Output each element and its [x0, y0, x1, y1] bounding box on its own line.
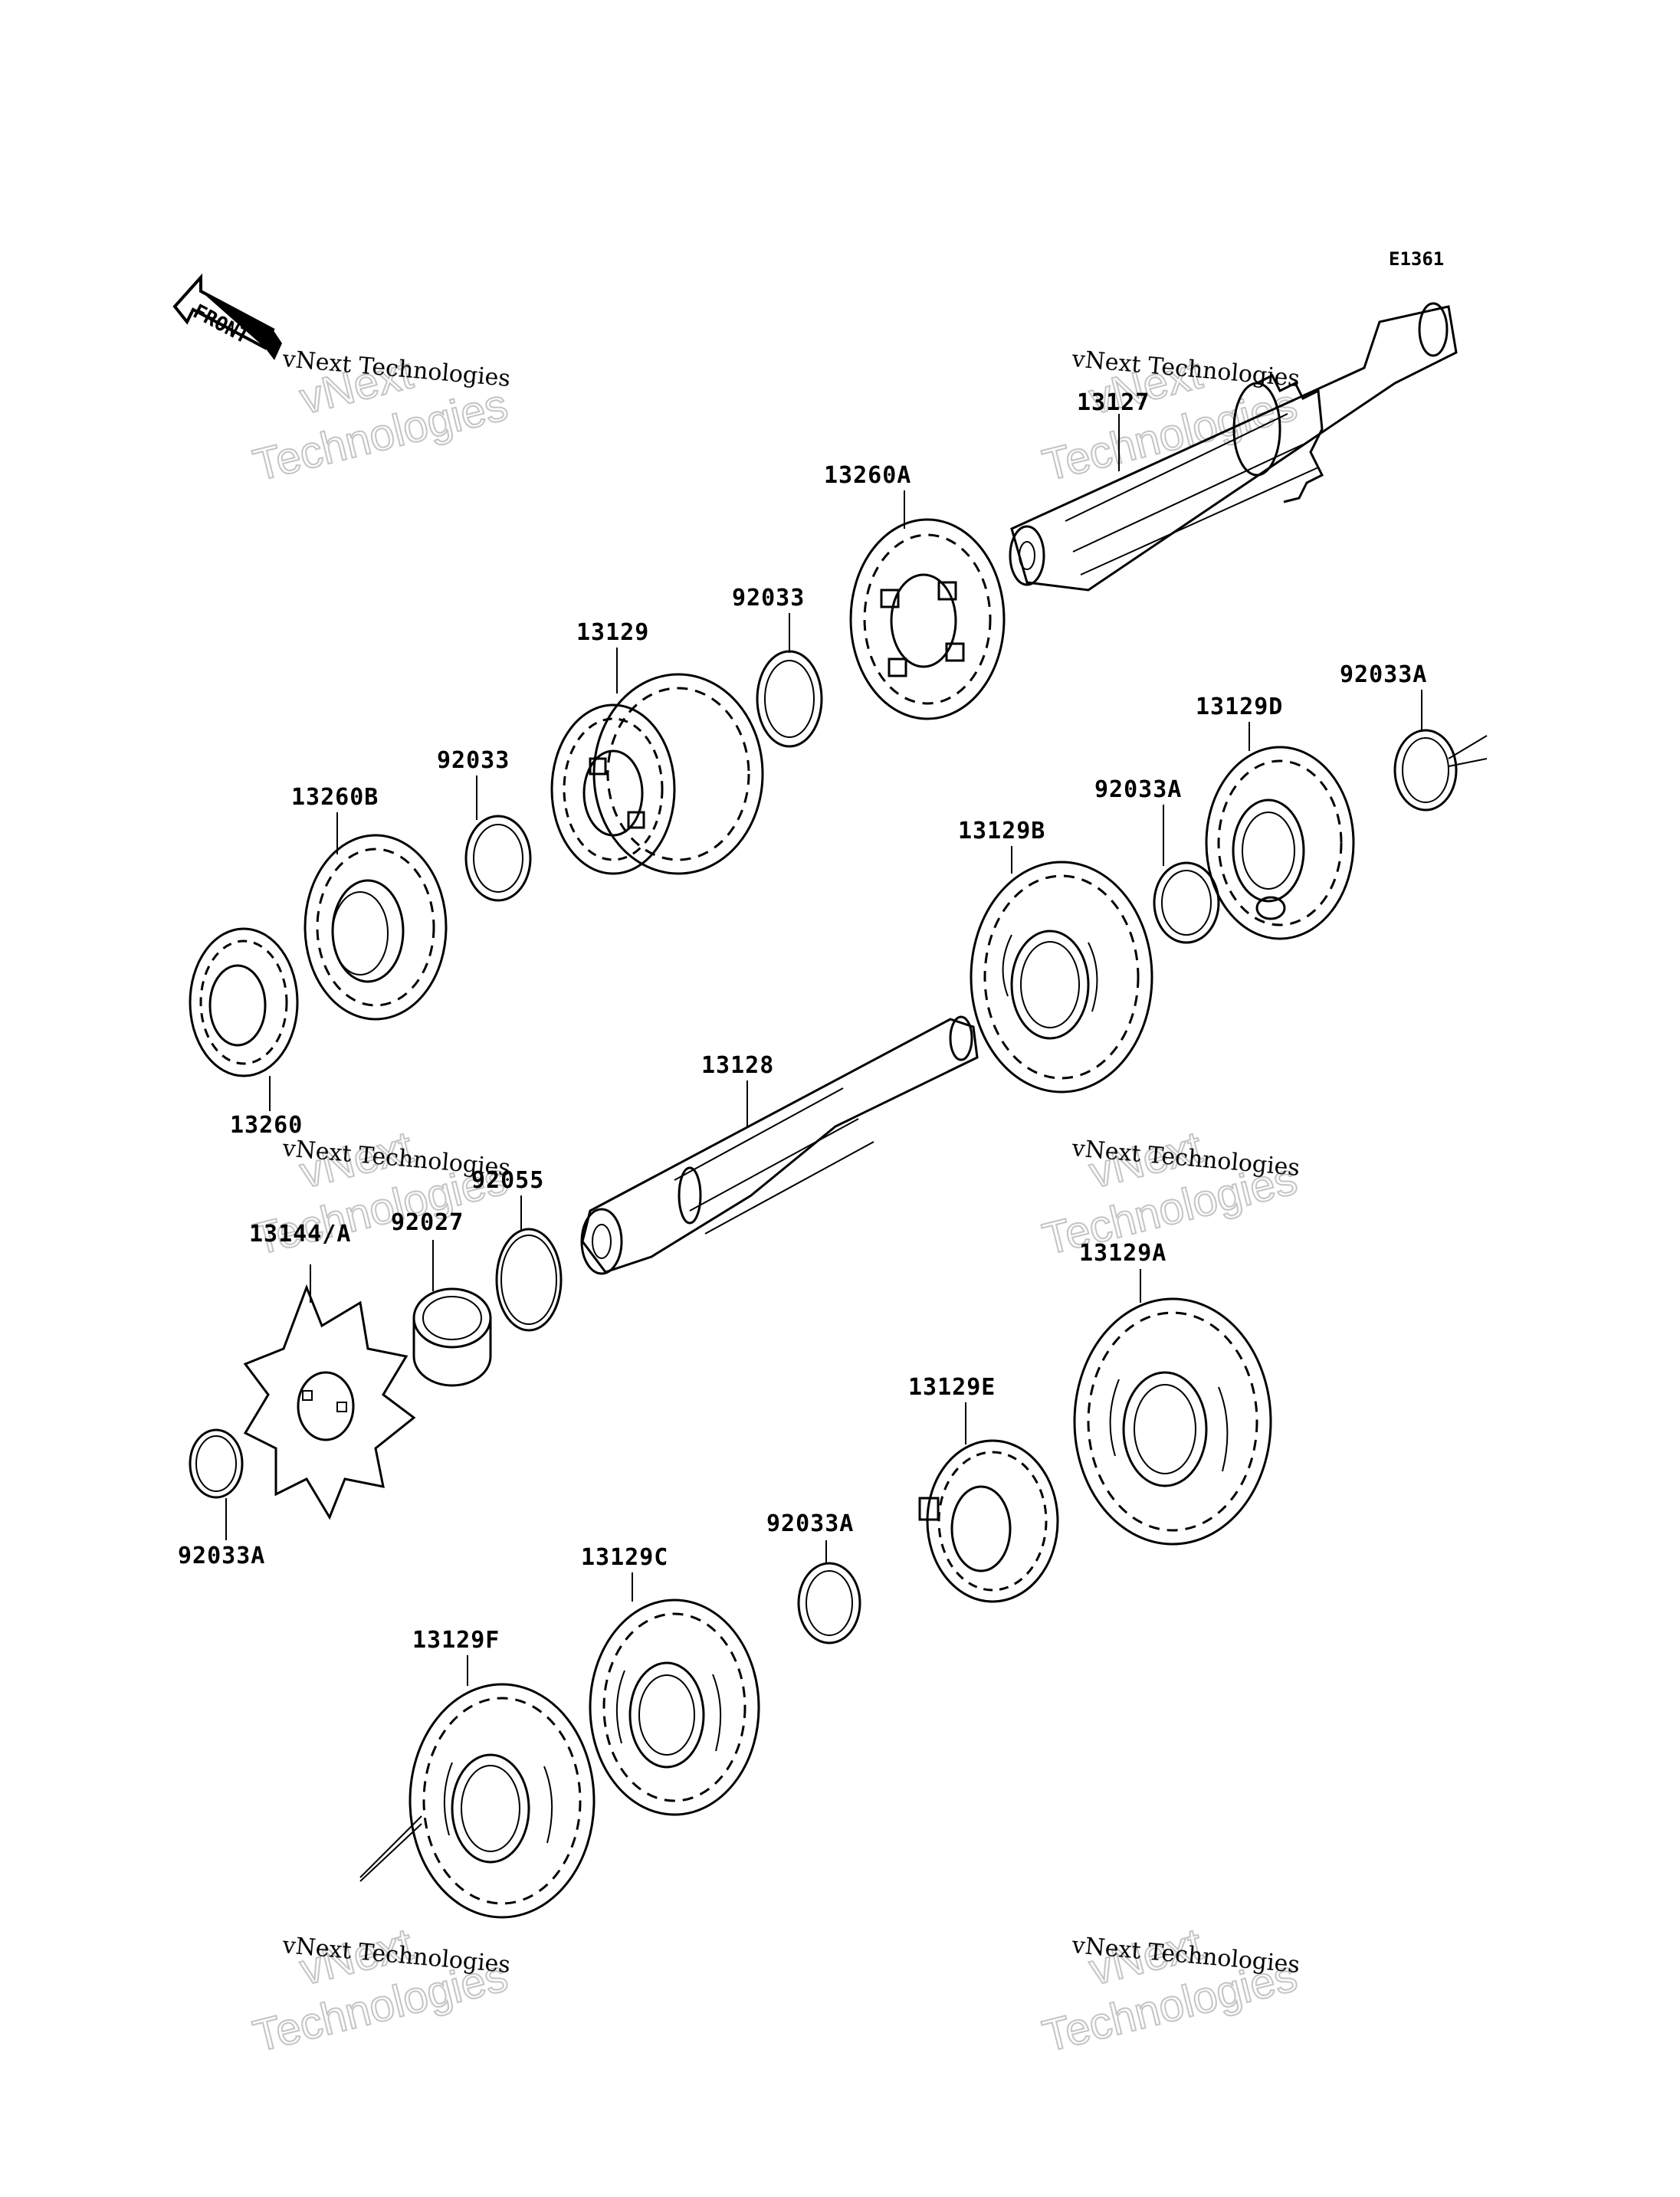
front-arrow-icon: FRONT [172, 273, 282, 360]
circlip-92033A-bottom [797, 1562, 861, 1644]
circlip-92033A-top-right [1393, 729, 1488, 812]
label-92033A-mid: 92033A [1094, 776, 1182, 803]
gear-13260 [189, 927, 299, 1077]
leader-lines [225, 414, 1422, 1686]
part-labels: 13127 13260A 92033 13129 92033 13260B 13… [178, 389, 1427, 1654]
label-92027: 92027 [391, 1209, 464, 1236]
label-13144A: 13144/A [249, 1221, 351, 1248]
shaft-13128 [580, 1015, 979, 1275]
label-92033-left: 92033 [437, 747, 510, 774]
circlip-92033A-left [189, 1428, 244, 1499]
label-13260: 13260 [230, 1112, 303, 1139]
gear-13260B [304, 834, 448, 1021]
gear-13129D [1205, 746, 1355, 940]
label-13260B: 13260B [291, 784, 379, 811]
gear-13129E [918, 1439, 1059, 1603]
label-92033-top: 92033 [732, 585, 805, 612]
label-13129D: 13129D [1196, 694, 1283, 720]
sprocket-13144A [243, 1284, 416, 1520]
gear-13129 [550, 673, 764, 875]
gear-13129A [1073, 1297, 1272, 1546]
label-13129A: 13129A [1079, 1240, 1166, 1267]
gear-13129C [589, 1599, 760, 1816]
gear-13129F [359, 1683, 596, 1919]
oring-92055 [495, 1228, 563, 1332]
label-92033A-top-right: 92033A [1340, 661, 1427, 688]
gear-13260A [849, 518, 1006, 720]
diagram-ref-code: E1361 [1389, 248, 1444, 270]
label-13127: 13127 [1077, 389, 1150, 416]
label-92033A-left: 92033A [178, 1543, 265, 1569]
label-92055: 92055 [471, 1167, 544, 1194]
circlip-92033-left [464, 815, 532, 902]
label-13129F: 13129F [412, 1627, 500, 1654]
label-13129E: 13129E [908, 1374, 996, 1401]
collar-92027 [412, 1287, 492, 1387]
circlip-92033A-mid [1153, 861, 1220, 944]
circlip-92033-top [756, 650, 823, 748]
shaft-13127 [1009, 302, 1458, 592]
label-13128: 13128 [701, 1052, 774, 1079]
label-92033A-bottom: 92033A [766, 1510, 854, 1537]
label-13129C: 13129C [581, 1544, 668, 1571]
label-13129: 13129 [576, 619, 649, 646]
gear-13129B [970, 861, 1153, 1094]
label-13260A: 13260A [824, 462, 911, 489]
label-13129B: 13129B [958, 818, 1045, 844]
